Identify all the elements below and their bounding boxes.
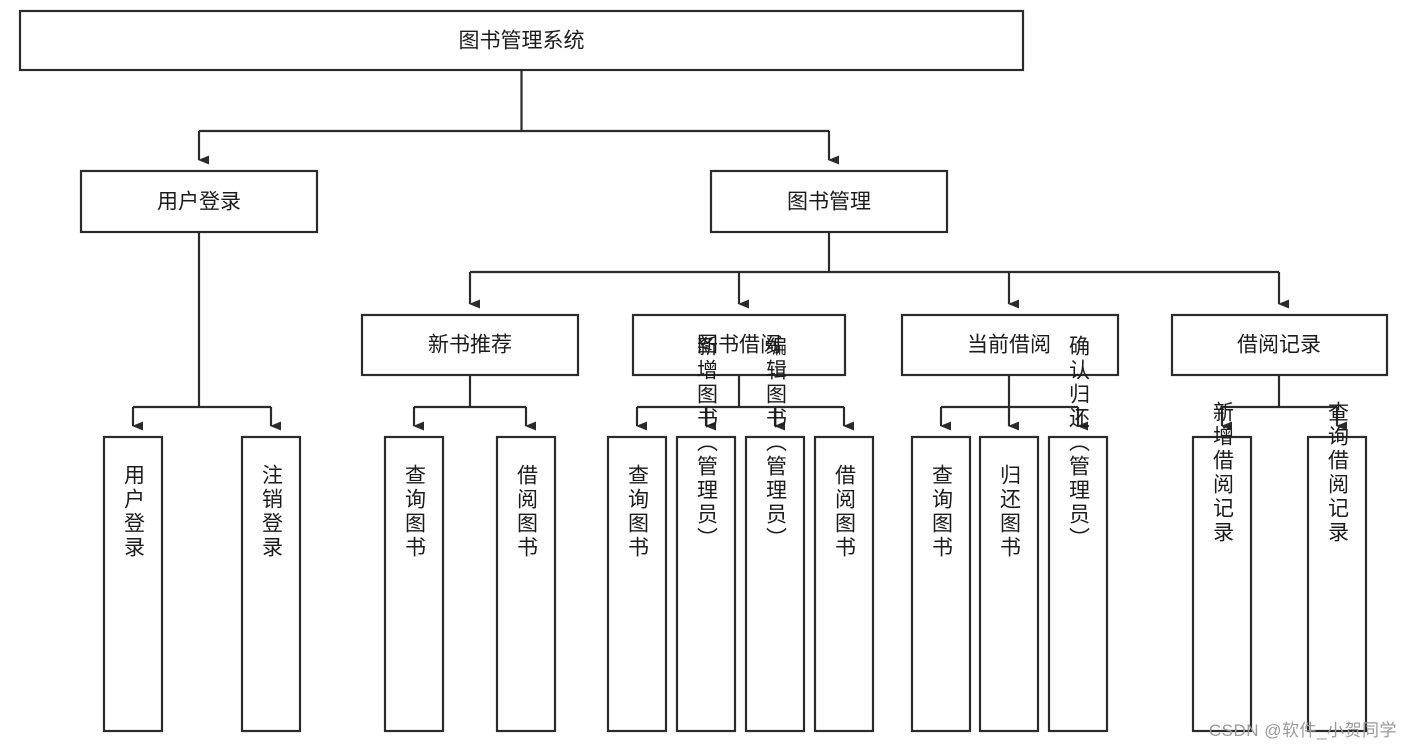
- node-new-book-recommend-label: 新书推荐: [428, 334, 512, 357]
- leaf-book-borrow-2-label: 新增图书（管理员）: [695, 335, 719, 551]
- node-user-login-box[interactable]: [79, 169, 319, 234]
- leaf-user-login-1-box[interactable]: [102, 435, 164, 733]
- connector-group-new-book: [412, 375, 536, 431]
- leaf-new-book-1-box[interactable]: [383, 435, 445, 733]
- leaf-new-book-1[interactable]: 查询图书: [383, 435, 445, 733]
- leaf-book-borrow-4-label: 借阅图书: [833, 464, 857, 560]
- leaf-borrow-record-1-label: 新增借阅记录: [1211, 401, 1235, 545]
- node-root[interactable]: 图书管理系统: [18, 9, 1025, 72]
- node-new-book-recommend[interactable]: 新书推荐: [360, 313, 580, 377]
- leaf-user-login-1-label: 用户登录: [122, 464, 146, 560]
- node-user-login-label: 用户登录: [157, 191, 241, 214]
- node-book-borrow[interactable]: 图书借阅: [631, 313, 847, 377]
- leaf-new-book-2-label: 借阅图书: [515, 464, 539, 560]
- connector-group-user-login: [131, 232, 281, 431]
- node-new-book-recommend-box[interactable]: [360, 313, 580, 377]
- leaf-current-borrow-2-box[interactable]: [978, 435, 1040, 733]
- leaf-book-borrow-1-label: 查询图书: [626, 464, 650, 560]
- node-current-borrow-box[interactable]: [900, 313, 1120, 377]
- node-borrow-record[interactable]: 借阅记录: [1170, 313, 1389, 377]
- node-user-login[interactable]: 用户登录: [79, 169, 319, 234]
- leaf-current-borrow-1-label: 查询图书: [930, 464, 954, 560]
- leaf-borrow-record-1[interactable]: 新增借阅记录: [1191, 401, 1253, 733]
- leaf-current-borrow-3[interactable]: 确认归还（管理员）: [1047, 335, 1109, 733]
- leaf-book-borrow-1[interactable]: 查询图书: [606, 435, 668, 733]
- leaf-user-login-1[interactable]: 用户登录: [102, 435, 164, 733]
- connector-group-book-borrow: [635, 375, 854, 431]
- node-root-box[interactable]: [18, 9, 1025, 72]
- leaf-new-book-2-box[interactable]: [495, 435, 557, 733]
- leaf-borrow-record-1-box[interactable]: [1191, 435, 1253, 733]
- connector-group-current-borrow: [939, 375, 1088, 431]
- leaf-book-borrow-3-label: 编辑图书（管理员）: [764, 335, 788, 551]
- leaf-current-borrow-1[interactable]: 查询图书: [910, 435, 972, 733]
- connector-group-root: [197, 70, 839, 165]
- node-current-borrow-label: 当前借阅: [967, 334, 1051, 357]
- node-book-borrow-label: 图书借阅: [697, 334, 781, 357]
- node-root-label: 图书管理系统: [459, 30, 585, 53]
- leaf-book-borrow-1-box[interactable]: [606, 435, 668, 733]
- leaf-book-borrow-4[interactable]: 借阅图书: [813, 435, 875, 733]
- leaf-current-borrow-1-box[interactable]: [910, 435, 972, 733]
- leaf-current-borrow-2[interactable]: 归还图书: [978, 435, 1040, 733]
- leaf-current-borrow-2-label: 归还图书: [998, 464, 1022, 560]
- connector-group-borrow-record: [1220, 375, 1347, 431]
- leaf-book-borrow-3[interactable]: 编辑图书（管理员）: [744, 335, 806, 733]
- leaf-book-borrow-2[interactable]: 新增图书（管理员）: [675, 335, 737, 733]
- leaf-borrow-record-2-label: 查询借阅记录: [1326, 401, 1350, 545]
- node-book-manage-label: 图书管理: [787, 191, 871, 214]
- connector-group-book-manage: [468, 232, 1289, 309]
- node-borrow-record-box[interactable]: [1170, 313, 1389, 377]
- node-borrow-record-label: 借阅记录: [1237, 334, 1321, 357]
- leaf-user-login-2-box[interactable]: [240, 435, 302, 733]
- leaf-book-borrow-3-box[interactable]: [744, 435, 806, 733]
- leaf-current-borrow-3-box[interactable]: [1047, 435, 1109, 733]
- leaf-new-book-1-label: 查询图书: [403, 464, 427, 560]
- leaf-borrow-record-2[interactable]: 查询借阅记录: [1306, 401, 1368, 733]
- leaf-borrow-record-2-box[interactable]: [1306, 435, 1368, 733]
- node-book-manage[interactable]: 图书管理: [709, 169, 949, 234]
- leaf-book-borrow-2-box[interactable]: [675, 435, 737, 733]
- leaf-book-borrow-4-box[interactable]: [813, 435, 875, 733]
- leaf-user-login-2-label: 注销登录: [260, 464, 284, 560]
- leaf-new-book-2[interactable]: 借阅图书: [495, 435, 557, 733]
- leaf-user-login-2[interactable]: 注销登录: [240, 435, 302, 733]
- node-current-borrow[interactable]: 当前借阅: [900, 313, 1120, 377]
- node-book-manage-box[interactable]: [709, 169, 949, 234]
- leaf-current-borrow-3-label: 确认归还（管理员）: [1067, 335, 1091, 551]
- node-book-borrow-box[interactable]: [631, 313, 847, 377]
